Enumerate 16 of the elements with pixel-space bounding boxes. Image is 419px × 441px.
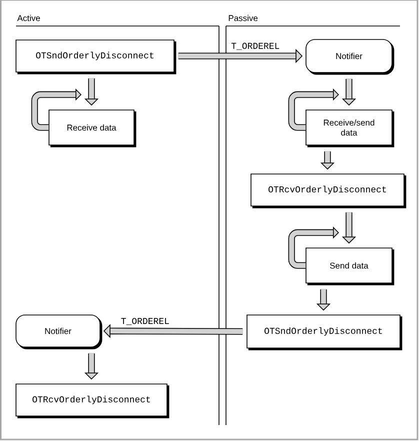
- edge-label: T_ORDEREL: [230, 42, 281, 51]
- lane-heading: Active: [17, 14, 40, 22]
- process-box: Send data: [306, 248, 394, 286]
- process-box: OTRcvOrderlyDisconnect: [16, 384, 170, 418]
- process-box: OTSndOrderlyDisconnect: [16, 40, 176, 74]
- arrow: [31, 88, 82, 131]
- lane-heading: Passive: [228, 14, 258, 22]
- process-box: OTSndOrderlyDisconnect: [246, 314, 402, 350]
- arrow: [288, 88, 339, 131]
- edge-label: T_ORDEREL: [120, 316, 170, 326]
- process-box: Receive/send data: [306, 110, 394, 148]
- process-box: Receive data: [48, 110, 136, 148]
- arrow: [288, 226, 339, 269]
- terminal-box: Notifier: [16, 314, 102, 350]
- terminal-box: Notifier: [306, 39, 394, 75]
- process-box: OTRcvOrderlyDisconnect: [250, 174, 406, 208]
